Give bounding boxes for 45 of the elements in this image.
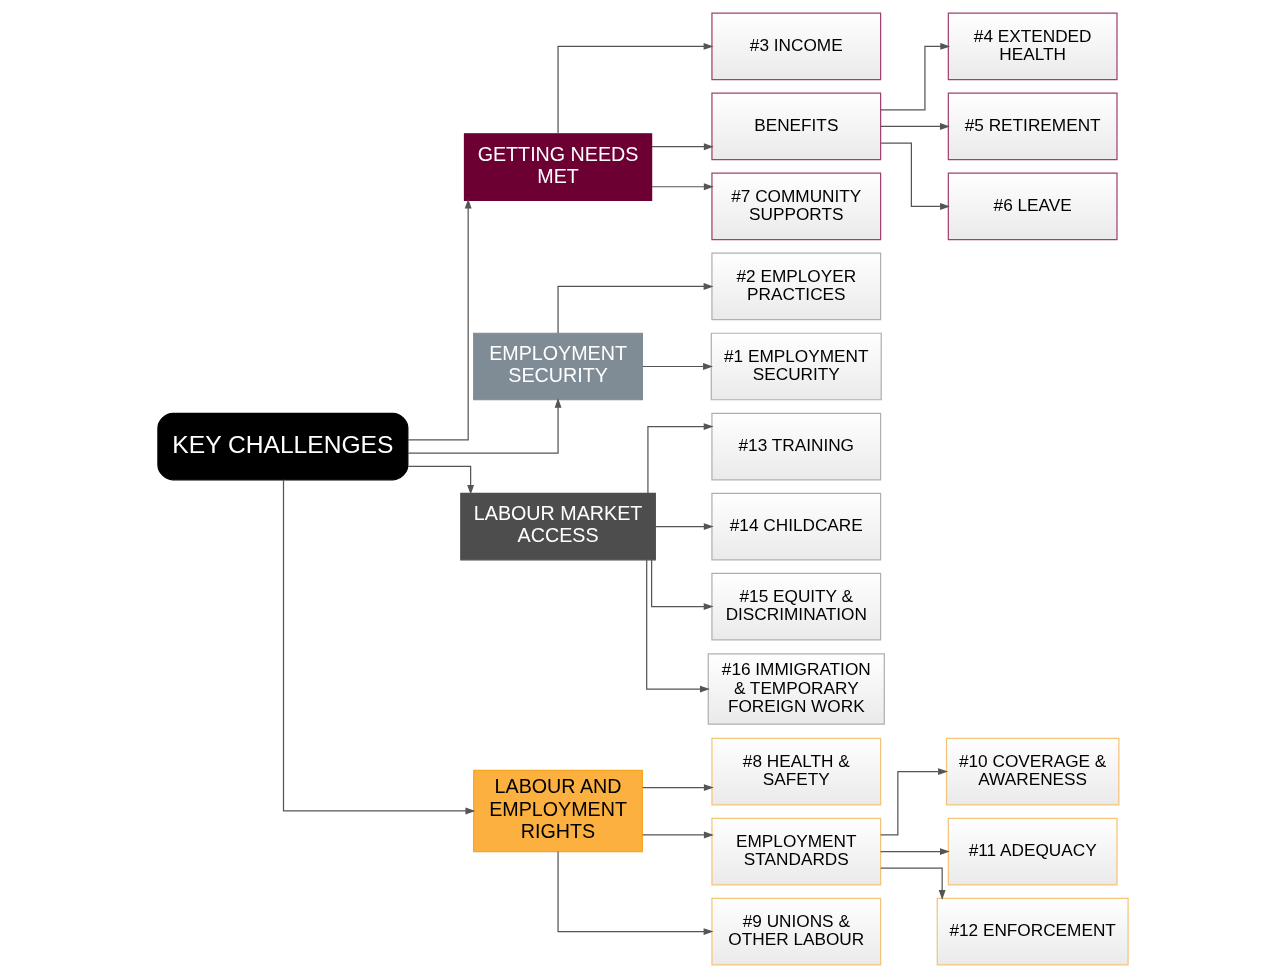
arrow	[879, 768, 948, 836]
arrow	[650, 183, 714, 191]
node-box: EMPLOYMENT STANDARDS	[710, 817, 881, 886]
node-box: #8 HEALTH & SAFETY	[710, 737, 881, 806]
node-box: #10 COVERAGE & AWARENESS	[945, 737, 1119, 806]
node-box: GETTING NEEDS MET	[463, 133, 652, 201]
arrow	[282, 479, 475, 815]
node-box: #1 EMPLOYMENT SECURITY	[710, 332, 882, 401]
node-box: LABOUR AND EMPLOYMENT RIGHTS	[472, 769, 643, 853]
arrow	[556, 851, 713, 936]
node-box: EMPLOYMENT SECURITY	[472, 332, 643, 401]
node-box: #11 ADEQUACY	[947, 817, 1118, 886]
node-box: #14 CHILDCARE	[710, 492, 881, 561]
arrow	[879, 848, 950, 856]
arrow	[650, 143, 714, 151]
arrow	[646, 423, 714, 494]
node-box: KEY CHALLENGES	[156, 412, 408, 481]
node-box: #7 COMMUNITY SUPPORTS	[710, 172, 881, 241]
arrow	[880, 142, 950, 210]
node-box: #9 UNIONS & OTHER LABOUR	[710, 897, 881, 966]
node-box: #6 LEAVE	[947, 172, 1118, 241]
arrow	[641, 363, 713, 370]
node-box: #13 TRAINING	[710, 412, 881, 481]
node-box: #12 ENFORCEMENT	[936, 897, 1129, 966]
arrow	[641, 784, 714, 791]
arrow	[641, 831, 714, 839]
arrow	[654, 523, 714, 530]
arrow	[556, 42, 713, 135]
node-box: #5 RETIREMENT	[947, 92, 1118, 161]
node-box: #3 INCOME	[710, 12, 881, 81]
arrow	[556, 283, 713, 334]
arrow	[879, 122, 950, 130]
arrow	[406, 198, 472, 441]
node-box: LABOUR MARKET ACCESS	[459, 492, 656, 561]
arrow	[879, 867, 946, 900]
node-box: #4 EXTENDED HEALTH	[947, 12, 1118, 81]
node-box: #2 EMPLOYER PRACTICES	[710, 252, 881, 321]
arrow	[879, 42, 950, 111]
node-box: BENEFITS	[710, 92, 881, 161]
node-box: #15 EQUITY & DISCRIMINATION	[710, 572, 881, 641]
arrow	[407, 465, 474, 495]
node-box: #16 IMMIGRATION & TEMPORARY FOREIGN WORK	[707, 653, 885, 725]
arrow	[650, 559, 714, 611]
arrow	[645, 559, 710, 693]
arrow	[406, 397, 561, 454]
